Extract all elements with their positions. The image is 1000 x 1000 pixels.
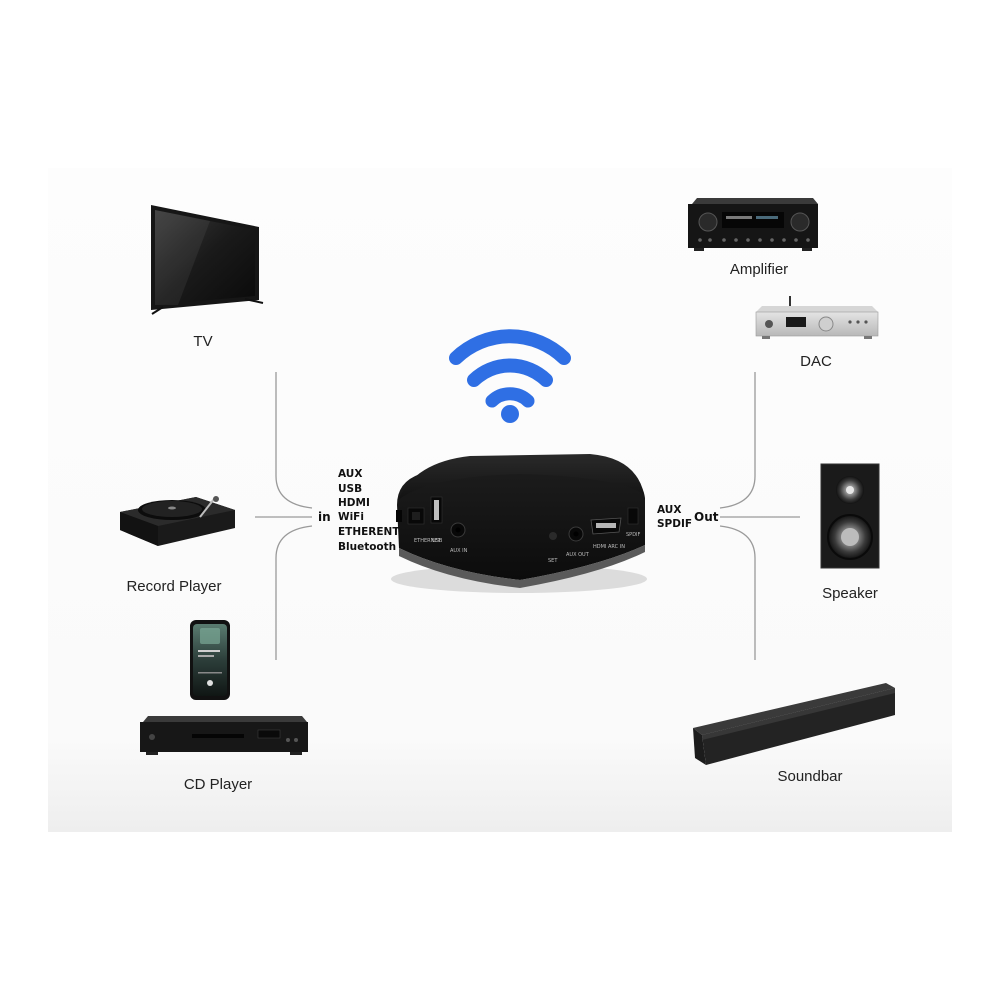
dac-label: DAC bbox=[800, 353, 832, 370]
port-label-set: SET bbox=[548, 558, 558, 564]
input-connectors bbox=[255, 372, 313, 660]
input-source-hdmi: HDMI bbox=[338, 497, 370, 509]
input-source-usb: USB bbox=[338, 483, 362, 495]
soundbar-icon bbox=[693, 683, 895, 765]
input-source-aux: AUX bbox=[338, 468, 362, 480]
port-label-usb: USB bbox=[432, 538, 443, 544]
output-source-aux: AUX bbox=[657, 504, 681, 516]
speaker-icon bbox=[820, 463, 880, 569]
input-source-bluetooth: Bluetooth bbox=[338, 541, 396, 553]
port-label-aux-out: AUX OUT bbox=[566, 552, 590, 558]
cd-player-label: CD Player bbox=[184, 776, 252, 793]
connector-line-cd-player bbox=[275, 525, 313, 660]
turntable-icon bbox=[120, 496, 235, 546]
soundbar-label: Soundbar bbox=[777, 768, 842, 785]
port-label-spdif: SPDIF bbox=[626, 532, 641, 538]
output-source-spdif: SPDIF bbox=[657, 518, 692, 530]
input-sources-list: AUX USB HDMI WiFi ETHERENT Bluetooth bbox=[338, 468, 400, 553]
tv-icon bbox=[151, 205, 264, 315]
amplifier-icon bbox=[688, 198, 818, 251]
output-connectors bbox=[719, 372, 800, 660]
connector-line-tv bbox=[275, 372, 313, 509]
wifi-icon bbox=[449, 329, 571, 423]
input-source-ethernet: ETHERENT bbox=[338, 526, 400, 538]
tv-label: TV bbox=[193, 333, 212, 350]
amplifier-label: Amplifier bbox=[730, 261, 788, 278]
connector-line-soundbar bbox=[719, 525, 756, 660]
output-label: Out bbox=[694, 510, 719, 524]
streamer-box-icon: ETHERNET USB AUX IN SET AUX OUT HDMI ARC… bbox=[391, 454, 647, 593]
speaker-label: Speaker bbox=[822, 585, 878, 602]
port-label-hdmi-arc-in: HDMI ARC IN bbox=[593, 544, 625, 550]
output-sources-list: AUX SPDIF bbox=[657, 504, 692, 530]
connector-line-dac bbox=[719, 372, 756, 509]
cd-player-icon bbox=[140, 716, 308, 755]
smartphone-icon bbox=[190, 620, 230, 700]
port-label-aux-in: AUX IN bbox=[450, 548, 468, 554]
record-player-label: Record Player bbox=[126, 578, 221, 595]
dac-icon bbox=[755, 296, 879, 339]
input-label: in bbox=[318, 510, 331, 524]
input-source-wifi: WiFi bbox=[338, 511, 364, 523]
port-label-ethernet: ETHERNET bbox=[414, 538, 442, 544]
